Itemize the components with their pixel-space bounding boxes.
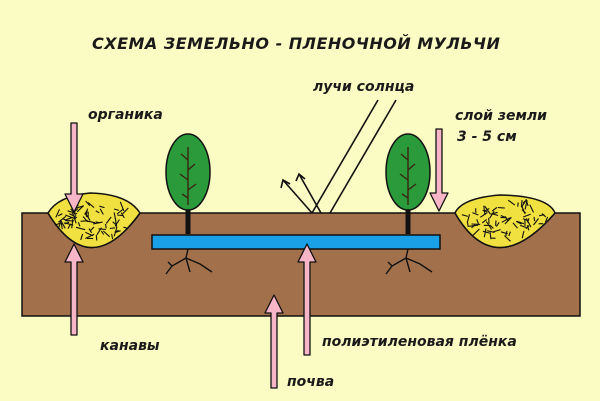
straw-fiber — [498, 208, 505, 209]
arrow-soil-up — [265, 295, 283, 388]
straw-fiber — [106, 224, 107, 229]
straw-fiber — [96, 235, 97, 240]
straw-fiber — [110, 228, 115, 229]
straw-fiber — [534, 217, 535, 221]
label-soil-layer: слой земли 3 - 5 см — [455, 106, 547, 148]
polyethylene-film-strip — [152, 235, 440, 249]
diagram-title: СХЕМА ЗЕМЕЛЬНО - ПЛЕНОЧНОЙ МУЛЬЧИ — [92, 36, 500, 52]
label-polyethylene-film: полиэтиленовая плёнка — [322, 335, 517, 349]
straw-fiber — [518, 203, 519, 207]
sun-rays — [281, 100, 396, 213]
arrow-organics-down — [65, 123, 83, 212]
label-ditches: канавы — [100, 339, 160, 353]
label-soil-layer-thickness: 3 - 5 см — [455, 127, 547, 148]
label-soil-layer-name: слой земли — [455, 106, 547, 127]
label-soil: почва — [287, 375, 334, 389]
arrow-soil-layer-down — [430, 129, 448, 211]
label-organics: органика — [88, 108, 163, 122]
straw-fiber — [98, 229, 106, 230]
label-sun-rays: лучи солнца — [313, 80, 414, 94]
